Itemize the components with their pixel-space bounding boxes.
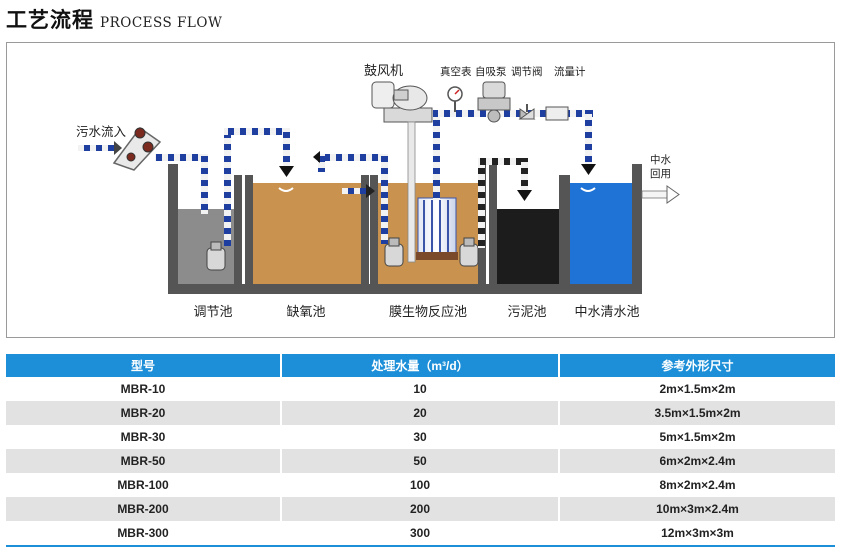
cell-model: MBR-200 (6, 497, 281, 521)
cell-model: MBR-100 (6, 473, 281, 497)
cell-capacity: 50 (280, 449, 559, 473)
submersible-pump-1 (206, 241, 226, 271)
tank-label-reuse: 中水清水池 (574, 305, 639, 320)
pipe-sludge-drop (521, 158, 528, 190)
pipe-reuse-drop (585, 110, 592, 166)
label-reuse-1: 中水 (650, 153, 671, 166)
cell-model: MBR-20 (6, 401, 281, 425)
cell-model: MBR-30 (6, 425, 281, 449)
screen-outlet-pipe (155, 154, 205, 161)
cell-capacity: 200 (280, 497, 559, 521)
vacuum-gauge-icon (447, 86, 463, 112)
cell-capacity: 100 (280, 473, 559, 497)
recirc-arrow-icon (313, 151, 320, 163)
reuse-inlet-arrow-icon (581, 164, 596, 175)
overflow-pipe (342, 188, 368, 194)
self-priming-pump-icon (477, 81, 511, 123)
blower-icon (371, 81, 433, 123)
membrane-module-icon (416, 197, 458, 260)
cell-dimensions: 12m×3m×3m (558, 521, 835, 545)
pipe-permeate-top (433, 110, 593, 117)
pipe-recirc-left-drop (318, 154, 325, 172)
table-row: MBR-300 300 12m×3m×3m (6, 521, 835, 545)
pipe-recirc-riser (381, 154, 388, 244)
page-title: 工艺流程 (6, 8, 94, 32)
label-blower: 鼓风机 (364, 64, 403, 79)
process-diagram-frame (6, 42, 835, 338)
submersible-pump-2 (384, 237, 404, 267)
cell-dimensions: 6m×2m×2.4m (558, 449, 835, 473)
cell-dimensions: 2m×1.5m×2m (558, 377, 835, 401)
page-subtitle: PROCESS FLOW (100, 15, 223, 31)
label-vacuum-gauge: 真空表 (440, 65, 472, 78)
overflow-arrow-icon (366, 184, 375, 198)
tank-label-equalization: 调节池 (193, 305, 232, 320)
bottom-divider (6, 545, 835, 547)
cell-model: MBR-50 (6, 449, 281, 473)
table-row: MBR-20 20 3.5m×1.5m×2m (6, 401, 835, 425)
cell-dimensions: 8m×2m×2.4m (558, 473, 835, 497)
section-header: 工艺流程 PROCESS FLOW (6, 4, 222, 34)
anoxic-inlet-arrow-icon (279, 166, 294, 177)
submersible-pump-3 (459, 237, 479, 267)
tank-fill-anoxic (253, 183, 361, 284)
header-dimensions: 参考外形尺寸 (558, 354, 835, 377)
table-header-row: 型号 处理水量（m³/d） 参考外形尺寸 (6, 354, 835, 377)
reuse-outlet-arrow-icon (666, 185, 680, 204)
screen-drop-pipe (201, 154, 208, 214)
cell-capacity: 20 (280, 401, 559, 425)
pipe-anoxic-drop (283, 128, 290, 168)
spec-table: 型号 处理水量（m³/d） 参考外形尺寸 MBR-10 10 2m×1.5m×2… (6, 354, 835, 545)
cell-dimensions: 3.5m×1.5m×2m (558, 401, 835, 425)
tank-label-sludge: 污泥池 (507, 305, 546, 320)
cell-capacity: 300 (280, 521, 559, 545)
tank-label-mbr: 膜生物反应池 (389, 304, 467, 320)
pipe-equalization-riser (224, 128, 231, 246)
regulating-valve-icon (518, 104, 536, 120)
cell-capacity: 30 (280, 425, 559, 449)
label-inflow: 污水流入 (76, 124, 127, 139)
sludge-arrow-icon (517, 190, 532, 201)
header-model: 型号 (6, 354, 281, 377)
pipe-sludge-top (478, 158, 528, 165)
cell-dimensions: 5m×1.5m×2m (558, 425, 835, 449)
tank-walls (168, 164, 642, 294)
label-flow-meter: 流量计 (554, 65, 586, 78)
inlet-pipe (78, 145, 114, 151)
blower-air-pipe (407, 121, 416, 263)
pipe-reuse-outlet (641, 190, 669, 199)
table-row: MBR-100 100 8m×2m×2.4m (6, 473, 835, 497)
pipe-equalization-top (224, 128, 290, 135)
inlet-arrow-icon (114, 141, 122, 155)
tank-fill-sludge (497, 209, 559, 284)
label-regulating-valve: 调节阀 (511, 65, 543, 78)
cell-capacity: 10 (280, 377, 559, 401)
process-diagram: 污水流入 鼓风机 真空表 自吸泵 调节阀 流量计 中水 回用 调节池 缺氧池 膜… (76, 64, 680, 320)
table-row: MBR-50 50 6m×2m×2.4m (6, 449, 835, 473)
cell-model: MBR-300 (6, 521, 281, 545)
label-self-priming-pump: 自吸泵 (475, 65, 507, 78)
cell-model: MBR-10 (6, 377, 281, 401)
tank-fill-reuse (570, 183, 632, 284)
label-reuse-2: 回用 (650, 168, 671, 180)
table-row: MBR-10 10 2m×1.5m×2m (6, 377, 835, 401)
pipe-sludge-riser (478, 158, 485, 248)
tank-label-anoxic: 缺氧池 (286, 305, 325, 320)
pipe-recirc-top (318, 154, 388, 161)
table-row: MBR-30 30 5m×1.5m×2m (6, 425, 835, 449)
flow-meter-icon (545, 106, 569, 121)
header-capacity: 处理水量（m³/d） (280, 354, 559, 377)
screen-icon (112, 126, 162, 171)
pipe-permeate-riser (433, 110, 440, 200)
table-row: MBR-200 200 10m×3m×2.4m (6, 497, 835, 521)
cell-dimensions: 10m×3m×2.4m (558, 497, 835, 521)
